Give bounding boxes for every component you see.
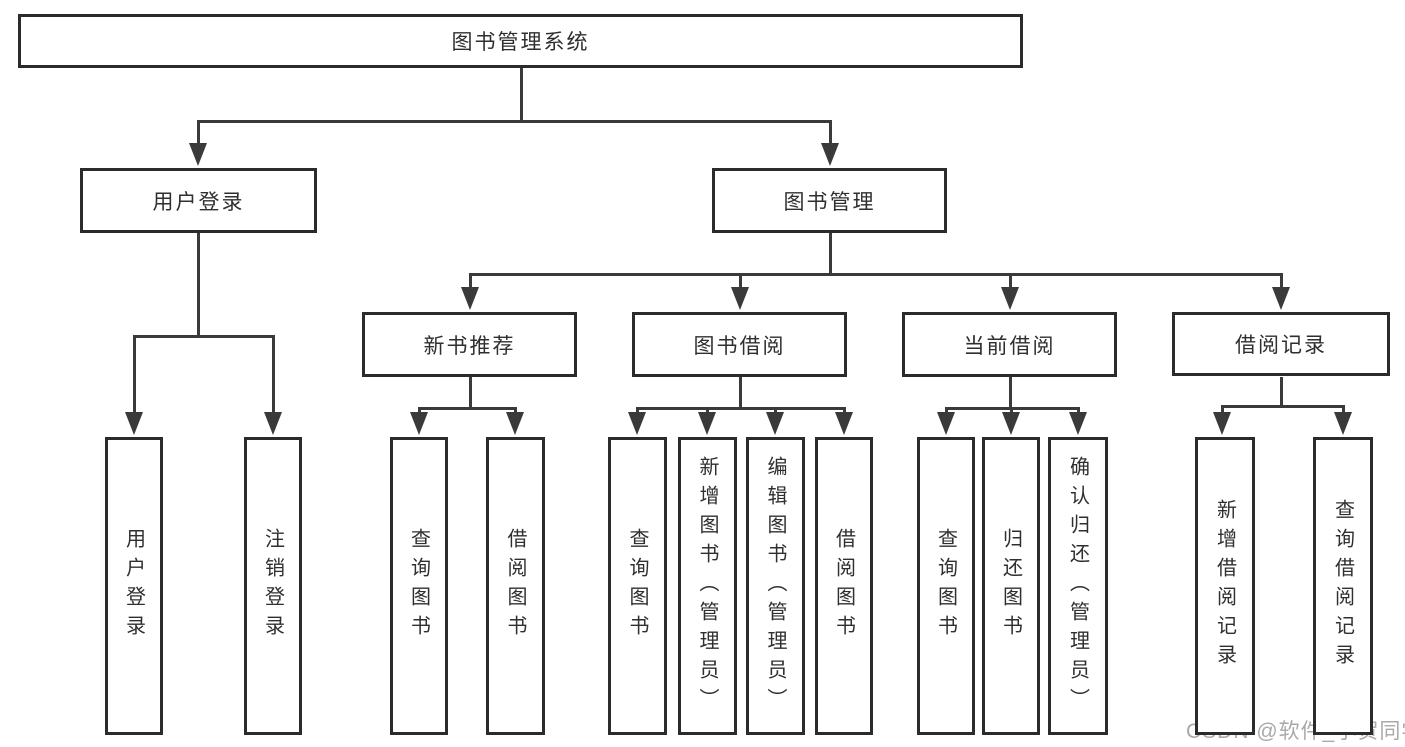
arrowhead-down-icon [1334, 412, 1352, 435]
arrowhead-down-icon [1069, 412, 1087, 435]
node-label: 新增借阅记录 [1213, 499, 1236, 673]
arrowhead-down-icon [264, 412, 282, 435]
connector-arrow-shaft [738, 273, 742, 290]
node-user-login: 用户登录 [80, 168, 317, 233]
connector-arrow-shaft [1076, 407, 1080, 415]
node-leaf-borrow-books: 借阅图书 [815, 437, 873, 735]
node-leaf-query-borrow-record: 查询借阅记录 [1313, 437, 1373, 735]
node-label: 查询图书 [626, 528, 648, 644]
connector-line [1280, 377, 1283, 405]
node-label: 确认归还（管理员） [1066, 455, 1089, 717]
node-current-borrowing: 当前借阅 [902, 312, 1117, 377]
connector-line [418, 407, 517, 410]
connector-arrow-shaft [828, 120, 832, 146]
connector-line [469, 377, 472, 407]
node-label: 用户登录 [122, 528, 145, 644]
connector-line [197, 120, 832, 123]
arrowhead-down-icon [1002, 412, 1020, 435]
connector-line [1009, 377, 1012, 407]
node-leaf-confirm-return-admin: 确认归还（管理员） [1048, 437, 1108, 735]
node-leaf-add-borrow-record: 新增借阅记录 [1195, 437, 1255, 735]
connector-arrow-shaft [132, 335, 136, 415]
node-label: 注销登录 [261, 528, 284, 644]
node-label: 当前借阅 [963, 334, 1056, 358]
node-label: 图书管理 [783, 190, 876, 214]
connector-line [739, 377, 742, 407]
node-label: 编辑图书（管理员） [764, 455, 786, 717]
connector-arrow-shaft [1009, 407, 1013, 415]
arrowhead-down-icon [125, 412, 143, 435]
connector-line [520, 68, 523, 120]
node-new-book-rec: 新书推荐 [362, 312, 577, 377]
connector-arrow-shaft [773, 407, 777, 415]
node-label: 图书借阅 [693, 334, 786, 358]
connector-line [636, 407, 846, 410]
connector-line [945, 407, 1080, 410]
node-leaf-borrow-books-rec: 借阅图书 [486, 437, 545, 735]
arrowhead-down-icon [628, 412, 646, 435]
connector-line [197, 233, 200, 335]
node-label: 借阅图书 [832, 528, 855, 644]
connector-arrow-shaft [271, 335, 275, 415]
node-label: 归还图书 [999, 528, 1022, 644]
node-leaf-query-books-rec: 查询图书 [390, 437, 448, 735]
node-label: 用户登录 [152, 190, 245, 214]
node-system: 图书管理系统 [18, 14, 1023, 68]
arrowhead-down-icon [766, 412, 784, 435]
node-leaf-add-books-admin: 新增图书（管理员） [678, 437, 737, 735]
node-leaf-edit-books-admin: 编辑图书（管理员） [746, 437, 805, 735]
node-leaf-query-books-cur: 查询图书 [917, 437, 975, 735]
connector-arrow-shaft [1220, 405, 1224, 415]
arrowhead-down-icon [410, 412, 428, 435]
connector-arrow-shaft [1341, 405, 1345, 415]
arrowhead-down-icon [1213, 412, 1231, 435]
arrowhead-down-icon [937, 412, 955, 435]
arrowhead-down-icon [1001, 287, 1019, 310]
node-label: 新增图书（管理员） [696, 455, 718, 717]
arrowhead-down-icon [506, 412, 524, 435]
node-label: 查询图书 [407, 528, 430, 644]
connector-arrow-shaft [705, 407, 709, 415]
connector-arrow-shaft [468, 273, 472, 290]
arrowhead-down-icon [1272, 287, 1290, 310]
node-label: 新书推荐 [423, 334, 516, 358]
connector-arrow-shaft [1279, 273, 1283, 290]
node-borrowing-records: 借阅记录 [1172, 312, 1390, 376]
arrowhead-down-icon [461, 287, 479, 310]
node-label: 查询借阅记录 [1331, 499, 1354, 673]
node-label: 借阅图书 [504, 528, 526, 644]
node-label: 查询图书 [934, 528, 957, 644]
connector-arrow-shaft [417, 407, 421, 415]
node-label: 图书管理系统 [451, 31, 590, 54]
node-leaf-user-login: 用户登录 [105, 437, 163, 735]
node-leaf-logout-login: 注销登录 [244, 437, 302, 735]
arrowhead-down-icon [821, 143, 839, 166]
connector-arrow-shaft [944, 407, 948, 415]
node-leaf-query-books-bor: 查询图书 [608, 437, 667, 735]
connector-line [1221, 405, 1345, 408]
node-label: 借阅记录 [1235, 334, 1327, 357]
node-leaf-return-books: 归还图书 [982, 437, 1040, 735]
connector-line [133, 335, 275, 338]
connector-arrow-shaft [513, 407, 517, 415]
connector-line [469, 273, 1283, 276]
connector-line [829, 233, 832, 273]
connector-arrow-shaft [1008, 273, 1012, 290]
arrowhead-down-icon [835, 412, 853, 435]
node-book-mgmt: 图书管理 [712, 168, 947, 233]
arrowhead-down-icon [698, 412, 716, 435]
node-book-borrowing: 图书借阅 [632, 312, 847, 377]
connector-arrow-shaft [196, 120, 200, 146]
connector-arrow-shaft [635, 407, 639, 415]
connector-arrow-shaft [842, 407, 846, 415]
arrowhead-down-icon [189, 143, 207, 166]
arrowhead-down-icon [731, 287, 749, 310]
